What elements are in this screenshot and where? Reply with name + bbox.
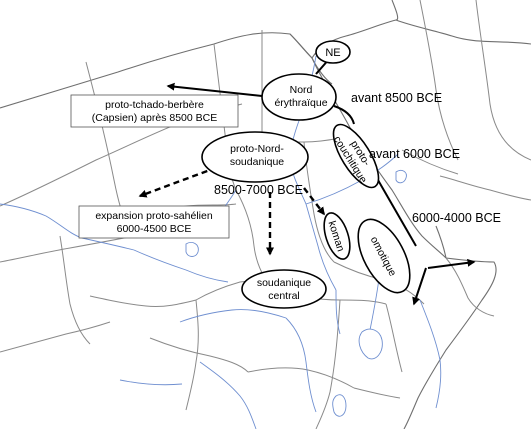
arrow-nord-to-tchado-berbere [166, 82, 263, 97]
group-koman: koman [323, 212, 351, 260]
sahelien-line1: expansion proto-sahélien [95, 210, 212, 222]
group-proto-nord-soudanique: proto-Nord- soudanique [201, 131, 309, 183]
nord-erythraique-line1: Nord [290, 84, 313, 96]
soudanique-central-line2: central [268, 290, 300, 302]
group-soudanique-central: soudanique central [241, 269, 327, 309]
date-labels: avant 8500 BCE avant 6000 BCE 8500-7000 … [214, 91, 501, 225]
proto-nord-soudanique-line1: proto-Nord- [230, 143, 284, 155]
group-ne-label: NE [325, 47, 340, 59]
date-omotique: 6000-4000 BCE [412, 211, 501, 225]
group-omotique: omotique [357, 218, 411, 294]
nord-erythraique-line2: érythraïque [274, 97, 327, 109]
sahelien-box: expansion proto-sahélien 6000-4500 BCE [78, 205, 230, 239]
tchado-berbere-line2: (Capsien) après 8500 BCE [92, 112, 217, 124]
arrow-to-koman [303, 187, 325, 216]
arrow-nord-to-proto-couchitique [333, 105, 355, 125]
date-nord-erythraique: avant 8500 BCE [351, 91, 442, 105]
arrow-omotique-to-south [412, 267, 427, 306]
arrow-omotique-to-east [427, 258, 476, 269]
sahelien-line2: 6000-4500 BCE [117, 223, 192, 235]
group-ne: NE [315, 40, 351, 64]
tchado-berbere-line1: proto-tchado-berbère [105, 99, 204, 111]
date-proto-nord-soudanique: 8500-7000 BCE [214, 183, 303, 197]
group-nord-erythraique: Nord érythraïque [261, 73, 337, 121]
arrow-couchitique-to-omotique [377, 179, 417, 247]
proto-nord-soudanique-line2: soudanique [230, 156, 284, 168]
date-proto-couchitique: avant 6000 BCE [369, 147, 460, 161]
soudanique-central-line1: soudanique [257, 277, 311, 289]
tchado-berbere-box: proto-tchado-berbère (Capsien) après 850… [70, 94, 239, 128]
